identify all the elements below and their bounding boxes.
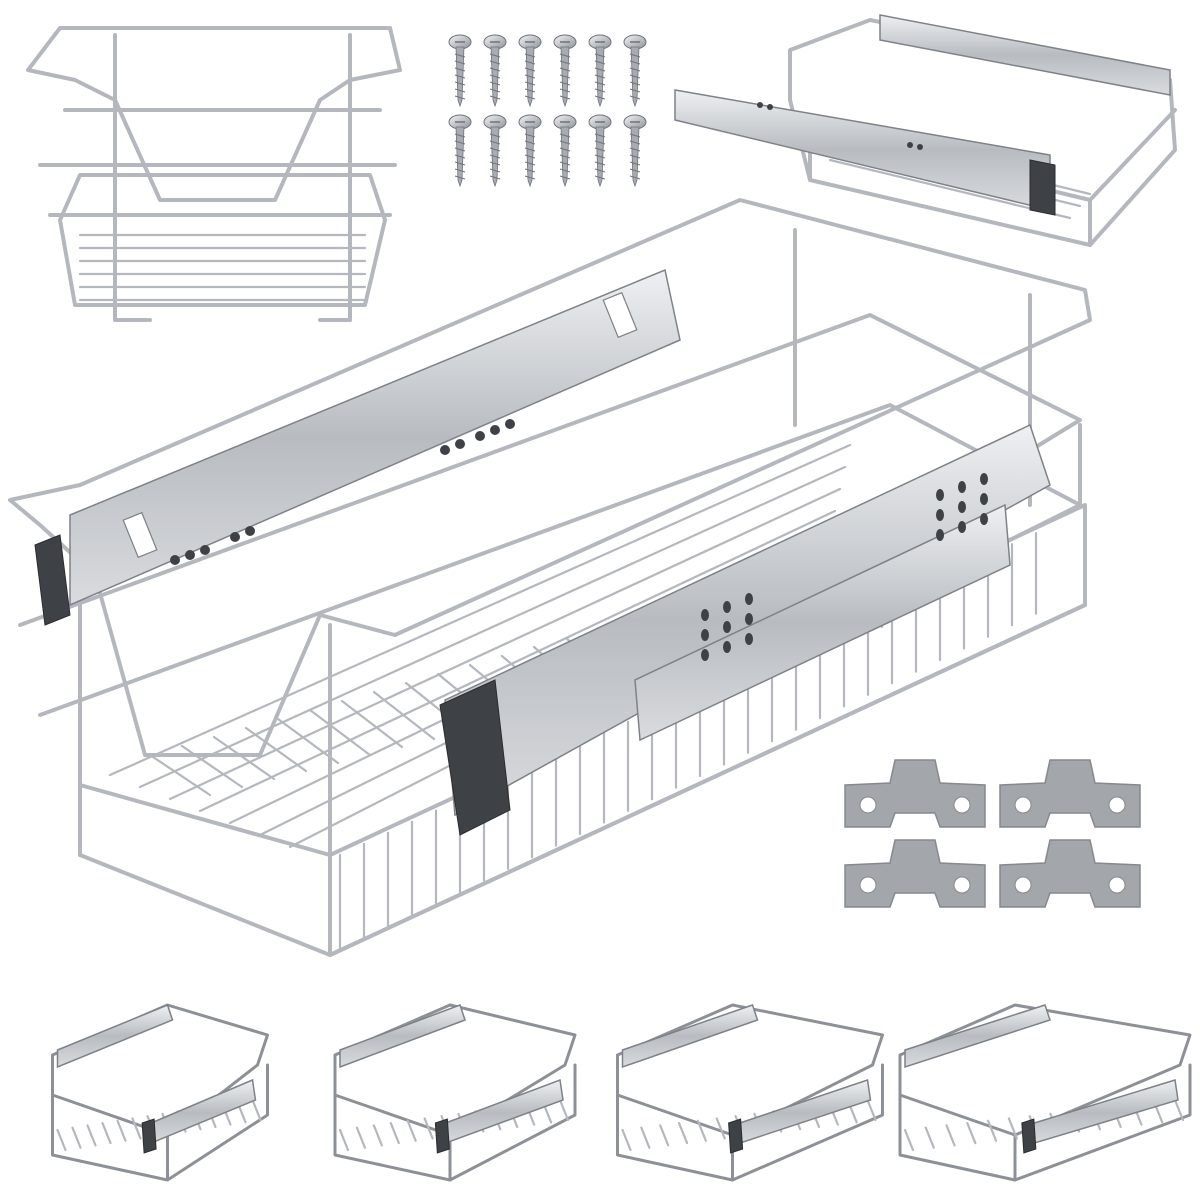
basket-variant-icon [51, 1003, 269, 1182]
screw-icon [518, 34, 542, 108]
basket-rails-extended-view [670, 10, 1190, 255]
mounting-bracket-icon [999, 759, 1141, 828]
basket-variant-icon [333, 1003, 577, 1182]
basket-variant-icon [616, 1003, 884, 1182]
screw-icon [553, 34, 577, 108]
screw-icon [623, 114, 647, 188]
size-variants-row [10, 985, 1192, 1182]
screw-icon [588, 114, 612, 188]
screw-icon [553, 114, 577, 188]
mounting-brackets [840, 750, 1150, 920]
basket-variant-icon [898, 1003, 1192, 1182]
mounting-bracket-icon [844, 839, 986, 908]
basket-main-view [0, 195, 1100, 965]
screw-icon [483, 114, 507, 188]
screw-set [445, 30, 655, 200]
mounting-bracket-icon [844, 759, 986, 828]
screw-icon [448, 34, 472, 108]
mounting-bracket-icon [999, 839, 1141, 908]
basket-front-view [20, 20, 405, 330]
screw-icon [448, 114, 472, 188]
screw-icon [588, 34, 612, 108]
screw-icon [483, 34, 507, 108]
screw-icon [518, 114, 542, 188]
screw-icon [623, 34, 647, 108]
